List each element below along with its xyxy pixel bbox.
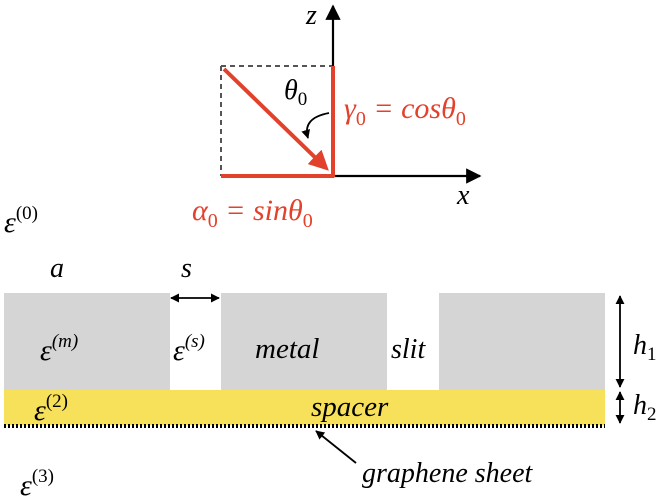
graphene-pointer-arrow [315, 430, 357, 464]
eps-m-label: ε(m) [40, 331, 78, 367]
metal-block-2 [221, 293, 387, 390]
eps0-label: ε(0) [4, 203, 38, 239]
eps2-label: ε(2) [34, 391, 68, 427]
metal-block-3 [439, 293, 605, 390]
eps-s-label: ε(s) [173, 331, 205, 367]
eps3-label: ε(3) [20, 466, 54, 499]
slit-label: slit [391, 334, 426, 365]
x-axis-label: x [456, 180, 470, 211]
dashed-projection-box [220, 65, 333, 176]
z-axis-label: z [305, 0, 317, 31]
dim-s-label: s [181, 253, 192, 284]
gamma-equation: γ0 = cosθ0 [344, 92, 466, 130]
alpha-equation: α0 = sinθ0 [192, 194, 313, 232]
spacer-layer [4, 390, 605, 425]
incidence-vector-arrow [222, 67, 329, 171]
spacer-label: spacer [311, 391, 389, 423]
dim-h1-label: h1 [633, 330, 657, 365]
dim-h2-label: h2 [633, 390, 657, 425]
dim-a-label: a [50, 253, 64, 284]
theta-label: θ0 [284, 75, 307, 110]
theta-angle-arc [301, 112, 330, 139]
metal-label: metal [255, 333, 319, 365]
graphene-label: graphene sheet [362, 458, 534, 489]
metal-block-1 [4, 293, 170, 390]
